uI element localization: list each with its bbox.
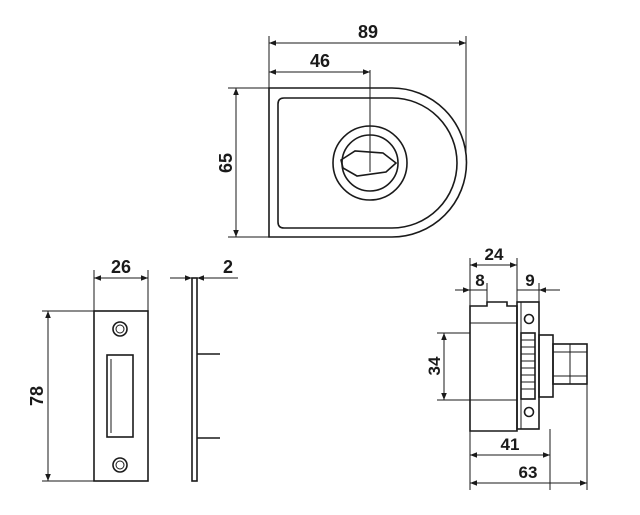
lock-body-outline: [268, 87, 468, 238]
strike-plate-view: 26 78: [27, 257, 149, 482]
dim-label-front-height: 65: [216, 153, 236, 173]
plate-side-outline: [191, 277, 198, 482]
side-stem: [538, 334, 554, 398]
dim-label-side-right-step: 9: [525, 271, 534, 290]
dim-label-side-body-width: 41: [501, 435, 520, 454]
dim-label-plate-thickness: 2: [223, 257, 233, 277]
dim-label-side-body-height: 34: [425, 356, 444, 375]
screw-hole-bottom-inner: [115, 460, 125, 470]
side-body-outline: [469, 301, 518, 432]
knob-thumb-turn: [340, 150, 398, 177]
strike-plate-outline: [93, 310, 149, 482]
dim-label-side-top: 24: [485, 245, 504, 264]
dim-label-front-width: 89: [358, 22, 378, 42]
latch-slot: [106, 354, 134, 438]
dim-label-front-center: 46: [310, 51, 330, 71]
screw-hole-bottom: [112, 457, 128, 473]
screw-hole-top: [112, 321, 128, 337]
side-screw-bottom: [523, 406, 535, 418]
dim-label-side-left-step: 8: [475, 271, 484, 290]
dim-label-plate-height: 78: [27, 386, 47, 406]
screw-hole-top-inner: [115, 324, 125, 334]
front-view: 89 46 65: [216, 22, 468, 238]
side-knurl: [520, 332, 536, 400]
dim-label-side-overall-width: 63: [519, 463, 538, 482]
side-view: 24 8 9 34 41 63: [425, 245, 588, 490]
side-screw-top: [523, 313, 535, 325]
lock-body-inner-outline: [277, 97, 458, 229]
strike-plate-side-view: 2: [170, 257, 238, 482]
dim-label-plate-width: 26: [111, 257, 131, 277]
